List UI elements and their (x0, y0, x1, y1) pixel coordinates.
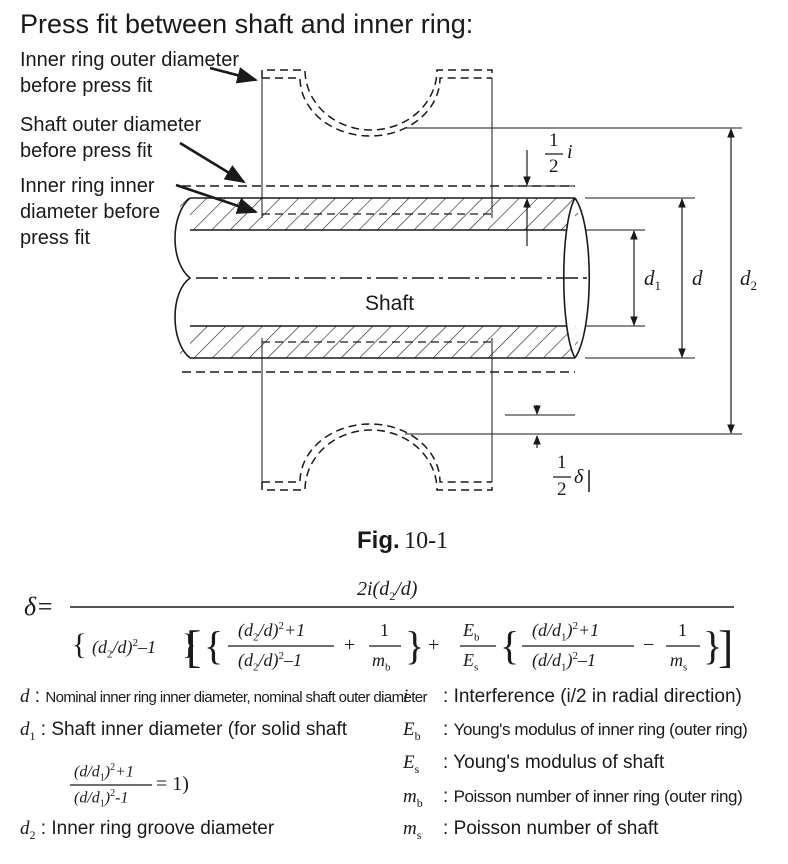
figure-caption: Fig. 10-1 (357, 527, 448, 555)
legend-frac-den: (d/d1)2-1 (74, 788, 129, 810)
formula-f2-num: (d/d1)2+1 (532, 620, 600, 644)
legend-sym-d1: d1 (20, 719, 36, 743)
page-title: Press fit between shaft and inner ring: (20, 9, 474, 39)
shaft-label: Shaft (365, 292, 415, 315)
legend-row-ms: ms: Poisson number of shaft (403, 818, 658, 843)
brace-close-2: } (405, 623, 425, 668)
formula-plus-1: + (344, 634, 356, 656)
formula-numerator: 2i(d2/d) (357, 578, 418, 603)
label-inner-ring-inner-diameter: Inner ring inner diameter before press f… (20, 173, 160, 251)
shaft-wall-top (180, 198, 578, 230)
formula-eb: Eb (463, 620, 480, 644)
legend-row-es: Es: Young's modulus of shaft (403, 752, 664, 777)
brace-open-3: { (500, 623, 520, 668)
legend-text-ms: Poisson number of shaft (453, 818, 659, 839)
legend-row-d: d : Nominal inner ring inner diameter, n… (20, 686, 428, 708)
d1-sub: 1 (654, 278, 662, 294)
label-line: Inner ring inner (20, 175, 155, 197)
legend-sep: : (443, 686, 454, 707)
d2-sub: 2 (750, 278, 758, 294)
shaft-wall-bottom (180, 326, 578, 358)
legend-text-eb: Young's modulus of inner ring (outer rin… (453, 720, 748, 739)
d1-sym: d (644, 266, 655, 290)
formula-f1-den: (d2/d)2–1 (238, 650, 302, 674)
leader-arrows (175, 66, 259, 214)
legend-sep: : (35, 719, 52, 740)
leader-shaft-outer (179, 141, 246, 184)
legend-sep: : (443, 752, 454, 773)
half-i-sym: i (567, 141, 573, 163)
legend-sym-d: d (20, 686, 30, 707)
outer-ring-bottom (261, 338, 493, 491)
legend-frac-tail: = 1) (156, 773, 189, 795)
dimension-arrows (523, 128, 735, 448)
outer-ring-top (261, 69, 493, 218)
legend-sym-es: Es (403, 752, 420, 776)
legend-row-i: i: Interference (i/2 in radial direction… (403, 686, 742, 708)
leader-inner-ring-outer (209, 66, 259, 84)
half-delta-sym: δ (574, 466, 584, 488)
legend-sep: : (29, 686, 46, 707)
formula-one-1: 1 (380, 620, 389, 640)
bracket-open: [ (186, 621, 202, 672)
formula-t-base: (d2/d)2–1 (92, 637, 156, 661)
half-delta-den: 2 (557, 479, 567, 500)
legend-text-d: Nominal inner ring inner diameter, nomin… (45, 689, 427, 706)
formula-f1-num: (d2/d)2+1 (238, 620, 306, 644)
formula-minus: − (643, 634, 655, 656)
legend-sep: : (35, 818, 52, 839)
label-shaft-outer-diameter: Shaft outer diameter before press fit (20, 112, 201, 164)
legend-row-mb: mb: Poisson number of inner ring (outer … (403, 786, 743, 811)
leader-inner-ring-inner (175, 183, 258, 214)
half-i-num: 1 (549, 130, 559, 151)
formula-es: Es (463, 650, 479, 674)
legend-row-d1: d1 : Shaft inner diameter (for solid sha… (20, 719, 347, 744)
legend-frac-num: (d/d1)2+1 (74, 762, 134, 784)
d-label: d (692, 266, 703, 290)
label-line: before press fit (20, 140, 153, 162)
legend-sym-i: i (403, 686, 409, 707)
legend-sym-mb: mb (403, 786, 423, 810)
legend-sep: : (443, 786, 454, 807)
legend-text-d1: Shaft inner diameter (for solid shaft (51, 719, 348, 740)
legend-row-d2: d2 : Inner ring groove diameter (20, 818, 274, 843)
caption-fig: Fig. (357, 527, 400, 554)
label-line: Shaft outer diameter (20, 114, 202, 136)
legend-sep: : (443, 818, 454, 839)
label-line: press fit (20, 227, 91, 249)
legend-text-i: Interference (i/2 in radial direction) (453, 686, 742, 707)
d1-label: d1 (644, 266, 661, 294)
d2-sym: d (740, 266, 751, 290)
formula-plus-2: + (428, 634, 440, 656)
legend-text-d2: Inner ring groove diameter (51, 818, 275, 839)
label-line: diameter before (20, 201, 161, 223)
brace-open-1: { (72, 628, 87, 661)
brace-open-2: { (204, 623, 224, 668)
legend-sym-d2: d2 (20, 818, 36, 842)
label-line: before press fit (20, 75, 153, 97)
half-i-den: 2 (549, 156, 559, 177)
formula-lhs: δ= (24, 592, 54, 621)
legend-text-mb: Poisson number of inner ring (outer ring… (453, 787, 743, 806)
bracket-close: ] (718, 621, 734, 672)
formula-f2-den: (d/d1)2–1 (532, 650, 596, 674)
brace-close-1: } (182, 628, 197, 661)
legend-row-eb: Eb: Young's modulus of inner ring (outer… (403, 719, 748, 744)
d2-label: d2 (740, 266, 757, 294)
extension-lines (405, 127, 742, 435)
half-delta-num: 1 (557, 452, 567, 473)
formula-one-2: 1 (678, 620, 687, 640)
legend-sym-eb: Eb (403, 719, 421, 743)
legend-sym-ms: ms (403, 818, 422, 842)
legend-text-es: Young's modulus of shaft (453, 752, 665, 773)
label-line: Inner ring outer diameter (20, 49, 240, 71)
formula-ms: ms (670, 650, 688, 674)
caption-number: 10-1 (404, 528, 449, 554)
label-inner-ring-outer-diameter: Inner ring outer diameter before press f… (20, 47, 239, 99)
legend-sep: : (443, 719, 454, 740)
brace-close-3: } (703, 623, 723, 668)
formula-mb: mb (372, 650, 391, 674)
